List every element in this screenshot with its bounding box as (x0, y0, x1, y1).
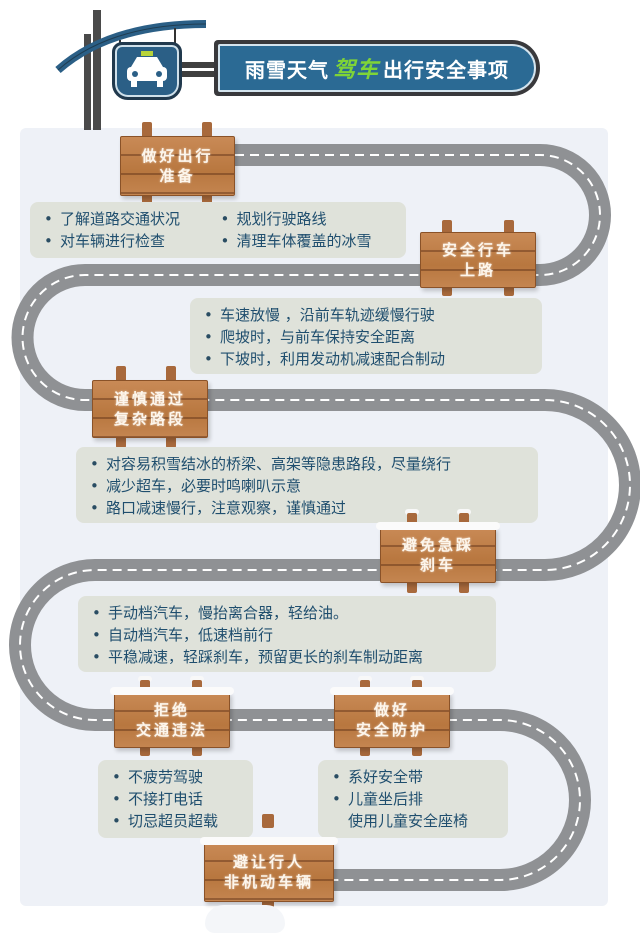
list-item: 了解道路交通状况 (42, 208, 203, 230)
sign-label-line1: 避让行人 (232, 853, 305, 871)
sign-board: 避免急踩 刹车 (380, 527, 496, 583)
list-item: 手动档汽车，慢抬离合器，轻给油。 (90, 602, 484, 624)
step-5-sign: 拒绝 交通违法 (110, 676, 234, 756)
signpost-pole-main (93, 10, 101, 130)
sign-label-line1: 安全行车 (441, 241, 514, 259)
signpost-connector (182, 62, 216, 68)
snow-cap (410, 676, 424, 682)
page-title: 雨雪天气 驾车 出行安全事项 (218, 44, 536, 92)
sign-post-top (262, 814, 274, 828)
sign-label-line1: 做好出行 (141, 147, 214, 165)
list-item: 儿童坐后排 (330, 788, 496, 810)
snow-cap (138, 676, 152, 682)
snow-pile (205, 905, 285, 933)
sign-board: 谨慎通过 复杂路段 (92, 380, 208, 438)
list-item: 路口减速慢行，注意观察，谨慎通过 (88, 497, 526, 519)
taxi-car-icon (112, 42, 182, 100)
step-2-sign: 安全行车 上路 (420, 220, 536, 296)
step-3-sign: 谨慎通过 复杂路段 (92, 366, 208, 448)
signpost-pole (84, 34, 91, 130)
snow-on-sign (376, 522, 500, 530)
list-item: 下坡时，利用发动机减速配合制动 (202, 348, 530, 370)
step-6-sign: 做好 安全防护 (330, 676, 454, 756)
sign-label-line1: 谨慎通过 (113, 390, 186, 408)
list-item: 清理车体覆盖的冰雪 (219, 230, 395, 252)
step-7-sign: 避让行人 非机动车辆 (200, 814, 338, 924)
step-4-sign: 避免急踩 刹车 (376, 509, 500, 593)
sign-label-line2: 上路 (459, 261, 496, 279)
snow-cap (405, 509, 419, 515)
sign-label-line2: 准备 (159, 167, 196, 185)
list-item: 爬坡时，与前车保持安全距离 (202, 326, 530, 348)
sign-label-line2: 刹车 (419, 556, 456, 574)
snow-on-sign (200, 837, 338, 845)
title-text-2: 出行安全事项 (383, 57, 509, 82)
list-item: 减少超车，必要时鸣喇叭示意 (88, 475, 526, 497)
sign-label-line2: 安全防护 (355, 721, 428, 739)
list-item: 平稳减速，轻踩刹车，预留更长的刹车制动距离 (90, 646, 484, 668)
list-item: 自动档汽车，低速档前行 (90, 624, 484, 646)
step-2-textbox: 车速放慢 ，沿前车轨迹缓慢行驶 爬坡时，与前车保持安全距离 下坡时，利用发动机减… (190, 298, 542, 374)
list-item: 车速放慢 ，沿前车轨迹缓慢行驶 (202, 304, 530, 326)
sign-board: 安全行车 上路 (420, 232, 536, 288)
list-item: 不接打电话 (110, 788, 241, 810)
snow-cap (358, 676, 372, 682)
step-1-textbox: 了解道路交通状况 规划行驶路线 对车辆进行检查 清理车体覆盖的冰雪 (30, 202, 406, 258)
title-text-1: 雨雪天气 (244, 57, 329, 82)
snow-on-sign (110, 687, 234, 695)
sign-board: 避让行人 非机动车辆 (204, 842, 334, 902)
step-4-textbox: 手动档汽车，慢抬离合器，轻给油。 自动档汽车，低速档前行 平稳减速，轻踩刹车，预… (78, 596, 496, 672)
step-6-textbox: 系好安全带 儿童坐后排 使用儿童安全座椅 (318, 760, 508, 838)
list-item-continuation: 使用儿童安全座椅 (348, 812, 469, 830)
sign-label-line2: 复杂路段 (113, 410, 186, 428)
title-accent-text: 驾车 (332, 57, 379, 83)
sign-board: 做好出行 准备 (120, 136, 235, 196)
sign-label-line2: 非机动车辆 (223, 873, 314, 891)
sign-label-line2: 交通违法 (135, 721, 208, 739)
list-item: 对车辆进行检查 (42, 230, 203, 252)
list-item: 不疲劳驾驶 (110, 766, 241, 788)
sign-label-line1: 做好 (373, 701, 410, 719)
title-sign: 雨雪天气 驾车 出行安全事项 (214, 40, 540, 96)
sign-board: 拒绝 交通违法 (114, 692, 230, 748)
sign-board: 做好 安全防护 (334, 692, 450, 748)
step-3-textbox: 对容易积雪结冰的桥梁、高架等隐患路段，尽量绕行 减少超车，必要时鸣喇叭示意 路口… (76, 447, 538, 523)
list-item: 系好安全带 (330, 766, 496, 788)
sign-label-line1: 避免急踩 (401, 536, 474, 554)
snow-on-sign (330, 687, 454, 695)
sign-label-line1: 拒绝 (153, 701, 190, 719)
list-item: 规划行驶路线 (219, 208, 395, 230)
snow-cap (190, 676, 204, 682)
snow-cap (457, 509, 471, 515)
list-item: 切忌超员超载 (110, 810, 241, 832)
step-1-sign: 做好出行 准备 (120, 122, 235, 204)
list-item: 对容易积雪结冰的桥梁、高架等隐患路段，尽量绕行 (88, 453, 526, 475)
step-5-textbox: 不疲劳驾驶 不接打电话 切忌超员超载 (98, 760, 253, 838)
